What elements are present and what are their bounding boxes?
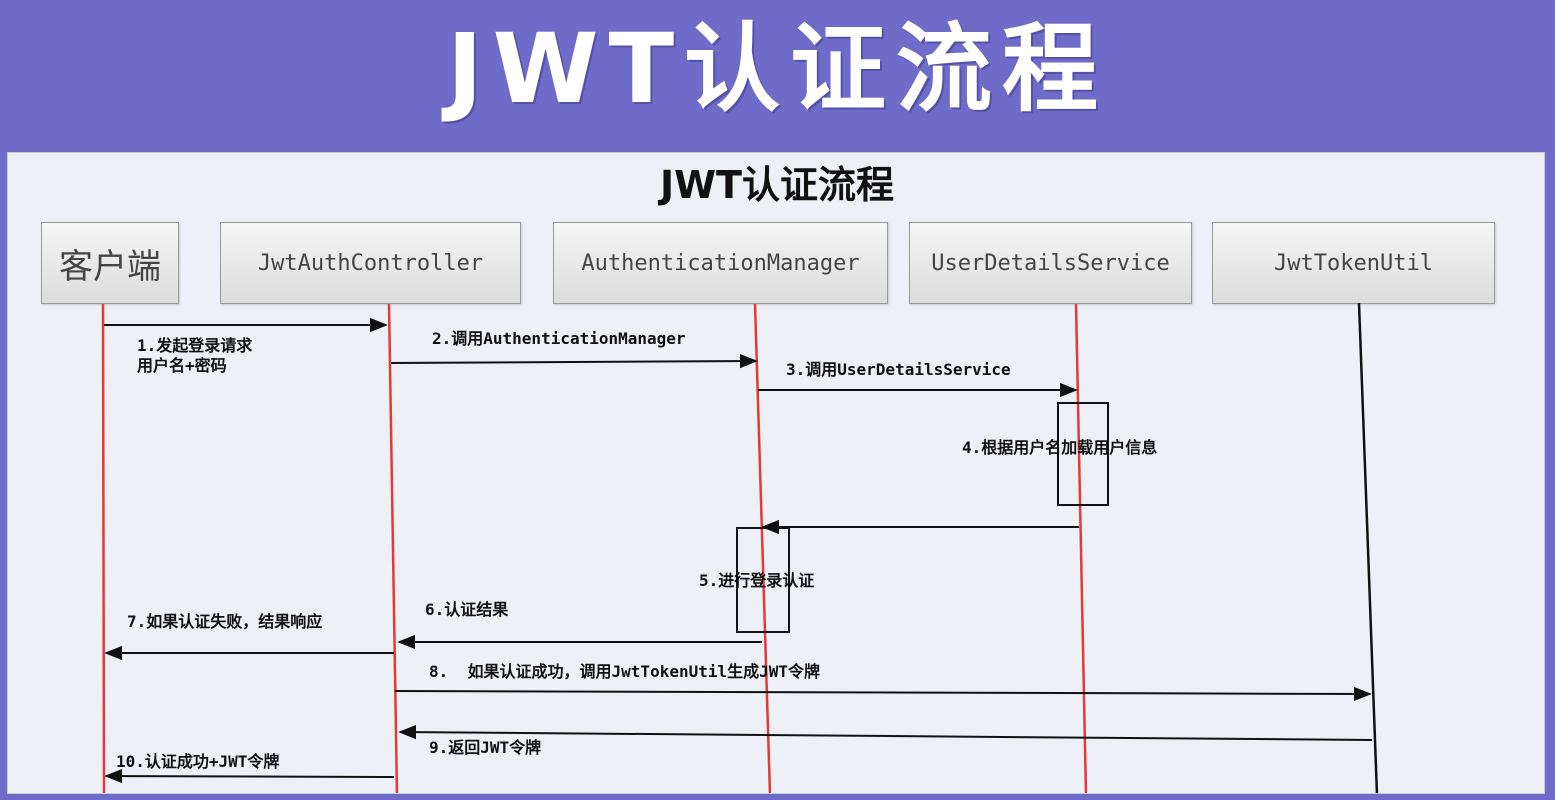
- activation-user-details-service: [1057, 402, 1109, 506]
- actor-client: 客户端: [41, 222, 179, 304]
- sequence-diagram: JWT认证流程 客户端 JwtAuthController Authentica…: [7, 152, 1545, 794]
- lifeline-jwt-token-util: [1357, 302, 1379, 793]
- banner-title: JWT认证流程: [446, 13, 1109, 125]
- lifeline-user-details-service: [1074, 303, 1088, 793]
- actor-jwt-token-util: JwtTokenUtil: [1212, 222, 1495, 304]
- message-m10-label: 10.认证成功+JWT令牌: [116, 752, 280, 771]
- sequence-lines: [101, 302, 1379, 793]
- arrow-m10: [104, 768, 395, 784]
- lifeline-authentication-manager: [753, 303, 772, 793]
- title-banner: JWT认证流程: [0, 0, 1555, 152]
- message-m2-label: 2.调用AuthenticationManager: [432, 329, 686, 348]
- lifeline-client: [101, 303, 106, 793]
- arrow-m2: [390, 353, 758, 369]
- message-m8-label: 8. 如果认证成功，调用JwtTokenUtil生成JWT令牌: [429, 662, 821, 681]
- actor-authentication-manager: AuthenticationManager: [553, 222, 888, 304]
- message-m6-label: 6.认证结果: [425, 600, 509, 619]
- diagram-title: JWT认证流程: [660, 163, 894, 207]
- arrow-m9: [398, 724, 1373, 741]
- arrow-m8: [394, 686, 1372, 702]
- message-m3-label: 3.调用UserDetailsService: [786, 360, 1011, 379]
- message-m1-label: 1.发起登录请求 用户名+密码: [137, 336, 253, 375]
- actor-user-details-service: UserDetailsService: [909, 222, 1192, 304]
- lifeline-jwt-auth-controller: [387, 303, 399, 793]
- message-m5-label: 5.进行登录认证: [699, 571, 815, 590]
- actor-jwt-auth-controller: JwtAuthController: [220, 222, 521, 304]
- message-m7-label: 7.如果认证失败，结果响应: [127, 612, 323, 631]
- message-m9-label: 9.返回JWT令牌: [429, 738, 542, 757]
- message-m4-label: 4.根据用户名加载用户信息: [962, 438, 1158, 457]
